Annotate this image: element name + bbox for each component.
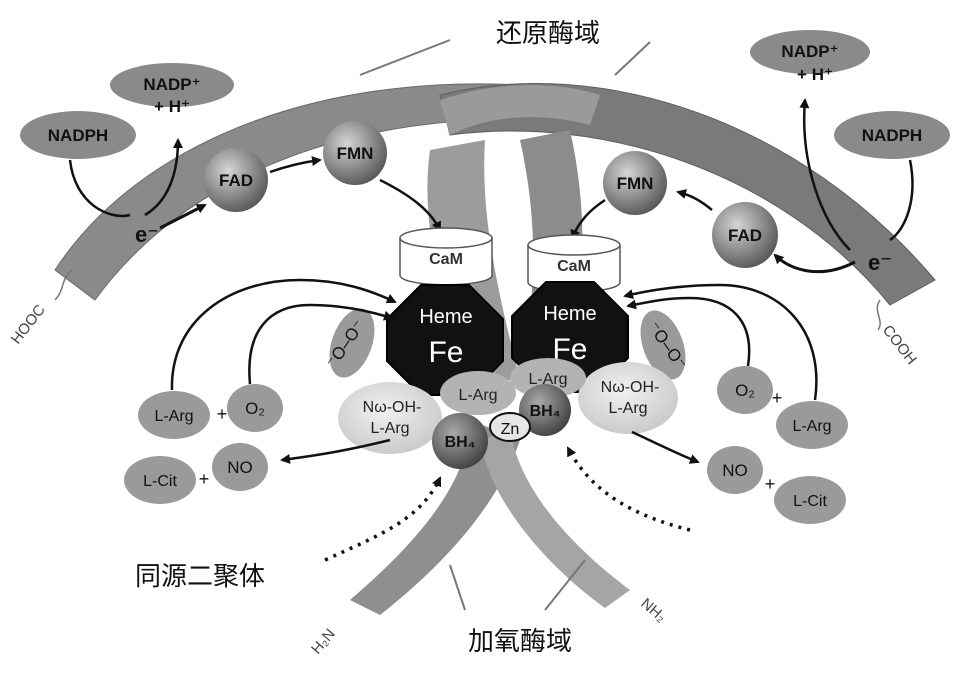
right-n-terminus: NH₂ <box>637 595 669 626</box>
right-bound-l-arg: L-Arg <box>510 358 586 398</box>
right-fad-ball <box>712 202 778 268</box>
homodimer-label: 同源二聚体 <box>135 562 265 592</box>
left-bh4: BH₄ <box>432 413 488 469</box>
right-l-arg-ellipse <box>776 401 848 449</box>
left-plus-2: + <box>199 469 210 489</box>
right-electron-flow: NADP⁺ + H⁺ NADPH e⁻ FAD FMN <box>570 30 950 275</box>
right-c-terminus: COOH <box>879 322 920 368</box>
right-l-cit-ellipse <box>774 476 846 524</box>
left-o2-label: O₂ <box>245 399 265 418</box>
left-h-label: + H⁺ <box>154 97 190 116</box>
right-o2-label: O₂ <box>735 381 755 400</box>
right-bh4-label: BH₄ <box>530 403 561 420</box>
right-h-label: + H⁺ <box>797 65 833 84</box>
left-fmn-label: FMN <box>337 144 374 163</box>
left-heme-label: Heme <box>419 306 472 328</box>
left-c-terminus: HOOC <box>8 301 49 347</box>
left-plus-1: + <box>217 404 228 424</box>
left-no-ellipse <box>212 443 268 491</box>
right-l-cit-label: L-Cit <box>793 493 827 510</box>
reductase-domain-label: 还原酶域 <box>496 19 600 49</box>
right-nadp-label: NADP⁺ <box>781 42 838 61</box>
right-plus-2: + <box>765 474 776 494</box>
zinc-center: Zn <box>489 412 531 442</box>
left-cam: CaM <box>399 227 493 292</box>
right-bh4: BH₄ <box>519 384 571 436</box>
right-fad-label: FAD <box>728 226 762 245</box>
right-bound-l-arg-label: L-Arg <box>528 371 567 388</box>
left-nadp-label: NADP⁺ <box>143 75 200 94</box>
left-dotted-arrow <box>324 476 442 562</box>
left-l-cit-label: L-Cit <box>143 473 177 490</box>
protein-ribbons <box>54 39 936 615</box>
oxygenase-ribbon-left <box>350 420 520 615</box>
left-electron-flow: NADP⁺ + H⁺ NADPH e⁻ FAD FMN <box>20 63 442 247</box>
right-substrates: O₂ + L-Arg NO + L-Cit <box>623 283 848 524</box>
left-bound-l-arg: L-Arg <box>440 371 516 415</box>
right-o2-ellipse <box>717 366 773 414</box>
right-nadph-ellipse <box>834 111 950 159</box>
right-intermediate: Nω-OH- L-Arg <box>578 362 678 434</box>
right-fmn-label: FMN <box>617 174 654 193</box>
right-electron: e⁻ <box>868 250 892 275</box>
right-dotted-arrow <box>566 446 691 532</box>
right-heme-label: Heme <box>543 303 596 325</box>
right-no-label: NO <box>722 461 748 480</box>
right-intermediate-line1: Nω-OH- <box>601 379 660 396</box>
left-l-arg-label: L-Arg <box>154 408 193 425</box>
right-l-arg-label: L-Arg <box>792 418 831 435</box>
left-l-cit-ellipse <box>124 456 196 504</box>
left-n-terminus: H₂N <box>308 626 339 658</box>
right-fmn-ball <box>603 151 667 215</box>
left-no-label: NO <box>227 458 253 477</box>
right-nadph-label: NADPH <box>862 126 922 145</box>
right-no-ellipse <box>707 446 763 494</box>
oxygenase-domain-label: 加氧酶域 <box>468 627 572 657</box>
left-intermediate-line1: Nω-OH- <box>363 399 422 416</box>
left-intermediate-line2: L-Arg <box>370 420 409 437</box>
left-electron: e⁻ <box>135 222 159 247</box>
left-cam-label: CaM <box>429 251 463 268</box>
right-intermediate-line2: L-Arg <box>608 400 647 417</box>
left-bound-l-arg-label: L-Arg <box>458 387 497 404</box>
left-fe-label: Fe <box>428 336 463 369</box>
left-nadph-label: NADPH <box>48 126 108 145</box>
left-l-arg-ellipse <box>138 391 210 439</box>
left-fad-ball <box>204 148 268 212</box>
left-fmn-ball <box>323 121 387 185</box>
left-intermediate: Nω-OH- L-Arg <box>338 382 442 454</box>
right-plus-1: + <box>772 388 783 408</box>
left-nadp-ellipse <box>110 63 234 107</box>
zinc-label: Zn <box>501 421 520 438</box>
right-cam-label: CaM <box>557 258 591 275</box>
left-o2-ellipse <box>227 384 283 432</box>
right-nadp-ellipse <box>750 30 870 74</box>
oxygenase-ribbon-right <box>480 430 630 608</box>
left-fad-label: FAD <box>219 171 253 190</box>
left-nadph-ellipse <box>20 111 136 159</box>
left-superoxide: ⁻O–O⁻ <box>322 308 375 378</box>
left-heme: Heme Fe <box>386 284 504 396</box>
left-bh4-label: BH₄ <box>445 434 476 451</box>
left-substrates: L-Arg + O₂ L-Cit + NO <box>124 278 397 504</box>
